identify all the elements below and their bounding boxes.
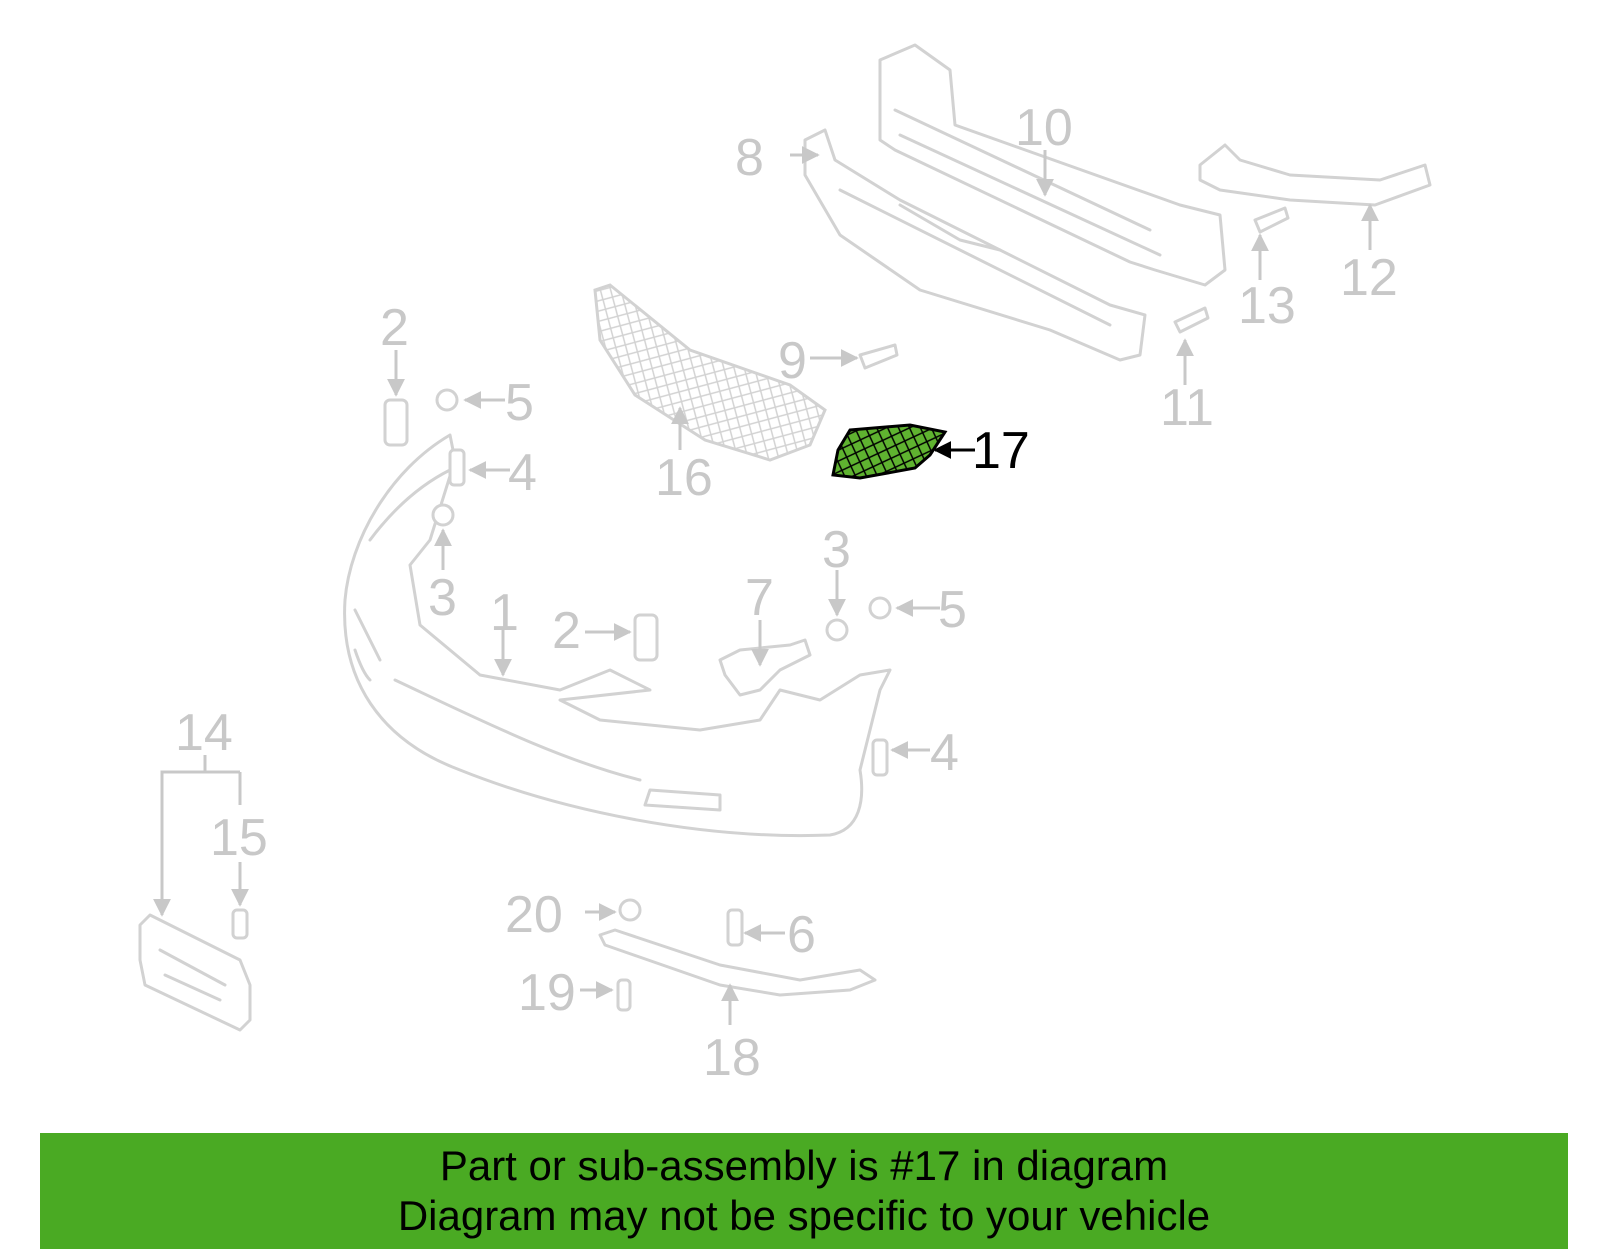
callout-10: 10: [1015, 99, 1073, 157]
callout-11: 11: [1160, 379, 1214, 437]
callout-4-lower: 4: [930, 724, 959, 782]
callout-18: 18: [703, 1029, 761, 1087]
parts-diagram: 1 2 2 3 3 4 4 5 5 6 7 8 9 10 11 12 13 14…: [138, 43, 1432, 1087]
callout-4-upper: 4: [508, 444, 537, 502]
banner-disclaimer-line: Diagram may not be specific to your vehi…: [397, 1192, 1211, 1239]
lower-grille: [593, 283, 827, 462]
fasteners: [231, 206, 1290, 1012]
callout-7: 7: [745, 569, 774, 627]
reinforcement-beam: [878, 43, 1227, 287]
info-banner: Part or sub-assembly is #17 in diagram D…: [40, 1133, 1568, 1249]
callout-16: 16: [655, 449, 713, 507]
callout-6: 6: [787, 906, 816, 964]
callout-15: 15: [210, 809, 268, 867]
callout-5-upper: 5: [505, 374, 534, 432]
callout-19: 19: [518, 964, 576, 1022]
lower-molding: [598, 928, 877, 997]
callout-9: 9: [778, 332, 807, 390]
callout-2-upper: 2: [380, 299, 409, 357]
license-plate-bracket: [138, 913, 252, 1032]
callout-13: 13: [1238, 277, 1296, 335]
callout-labels: 1 2 2 3 3 4 4 5 5 6 7 8 9 10 11 12 13 14…: [175, 99, 1398, 1087]
energy-absorber: [803, 128, 1147, 362]
banner-part-line: Part or sub-assembly is #17 in diagram: [439, 1142, 1169, 1189]
bumper-cover: [343, 433, 892, 837]
fog-lamp-cover-highlighted[interactable]: [831, 423, 948, 480]
callout-3-left: 3: [428, 569, 457, 627]
callout-17: 17: [972, 422, 1030, 480]
upper-bracket: [1198, 143, 1432, 207]
side-bracket: [718, 638, 812, 697]
callout-12: 12: [1340, 249, 1398, 307]
callout-3-right: 3: [822, 521, 851, 579]
callout-5-lower: 5: [938, 581, 967, 639]
callout-1: 1: [490, 584, 519, 642]
callout-2-lower: 2: [552, 602, 581, 660]
leader-lines: [153, 146, 1379, 1025]
callout-8: 8: [735, 129, 764, 187]
callout-20: 20: [505, 886, 563, 944]
callout-14: 14: [175, 704, 233, 762]
